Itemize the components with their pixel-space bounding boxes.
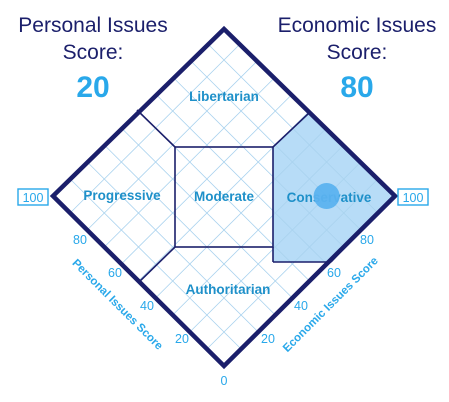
region-label-libertarian: Libertarian <box>189 89 259 104</box>
grid-line <box>172 76 344 248</box>
diamond-outline <box>49 25 399 370</box>
personal-score-label: Personal Issues Score: <box>18 14 168 64</box>
personal-score-block: Personal Issues Score: 20 <box>0 12 188 106</box>
max-right-box: 100 <box>397 188 429 206</box>
personal-score-value: 20 <box>76 71 110 104</box>
max-left-box: 100 <box>17 188 49 206</box>
max-left-label: 100 <box>23 191 44 205</box>
economic-tick-20: 20 <box>261 332 275 346</box>
economic-score-block: Economic Issues Score: 80 <box>262 12 449 106</box>
axis-origin-tick: 0 <box>221 374 228 388</box>
personal-tick-60: 60 <box>108 266 122 280</box>
max-right-label: 100 <box>403 191 424 205</box>
economic-tick-80: 80 <box>360 233 374 247</box>
personal-tick-40: 40 <box>140 299 154 313</box>
economic-score-label: Economic Issues Score: <box>277 14 437 64</box>
personal-tick-80: 80 <box>73 233 87 247</box>
economic-tick-60: 60 <box>327 266 341 280</box>
score-marker <box>313 183 340 209</box>
grid-line <box>104 76 276 248</box>
economic-tick-40: 40 <box>294 299 308 313</box>
region-label-progressive: Progressive <box>83 188 161 203</box>
grid-line <box>155 93 327 265</box>
region-label-moderate: Moderate <box>194 189 255 204</box>
region-label-authoritarian: Authoritarian <box>186 282 271 297</box>
personal-tick-20: 20 <box>175 332 189 346</box>
economic-score-value: 80 <box>340 71 374 104</box>
grid-line <box>121 93 293 265</box>
